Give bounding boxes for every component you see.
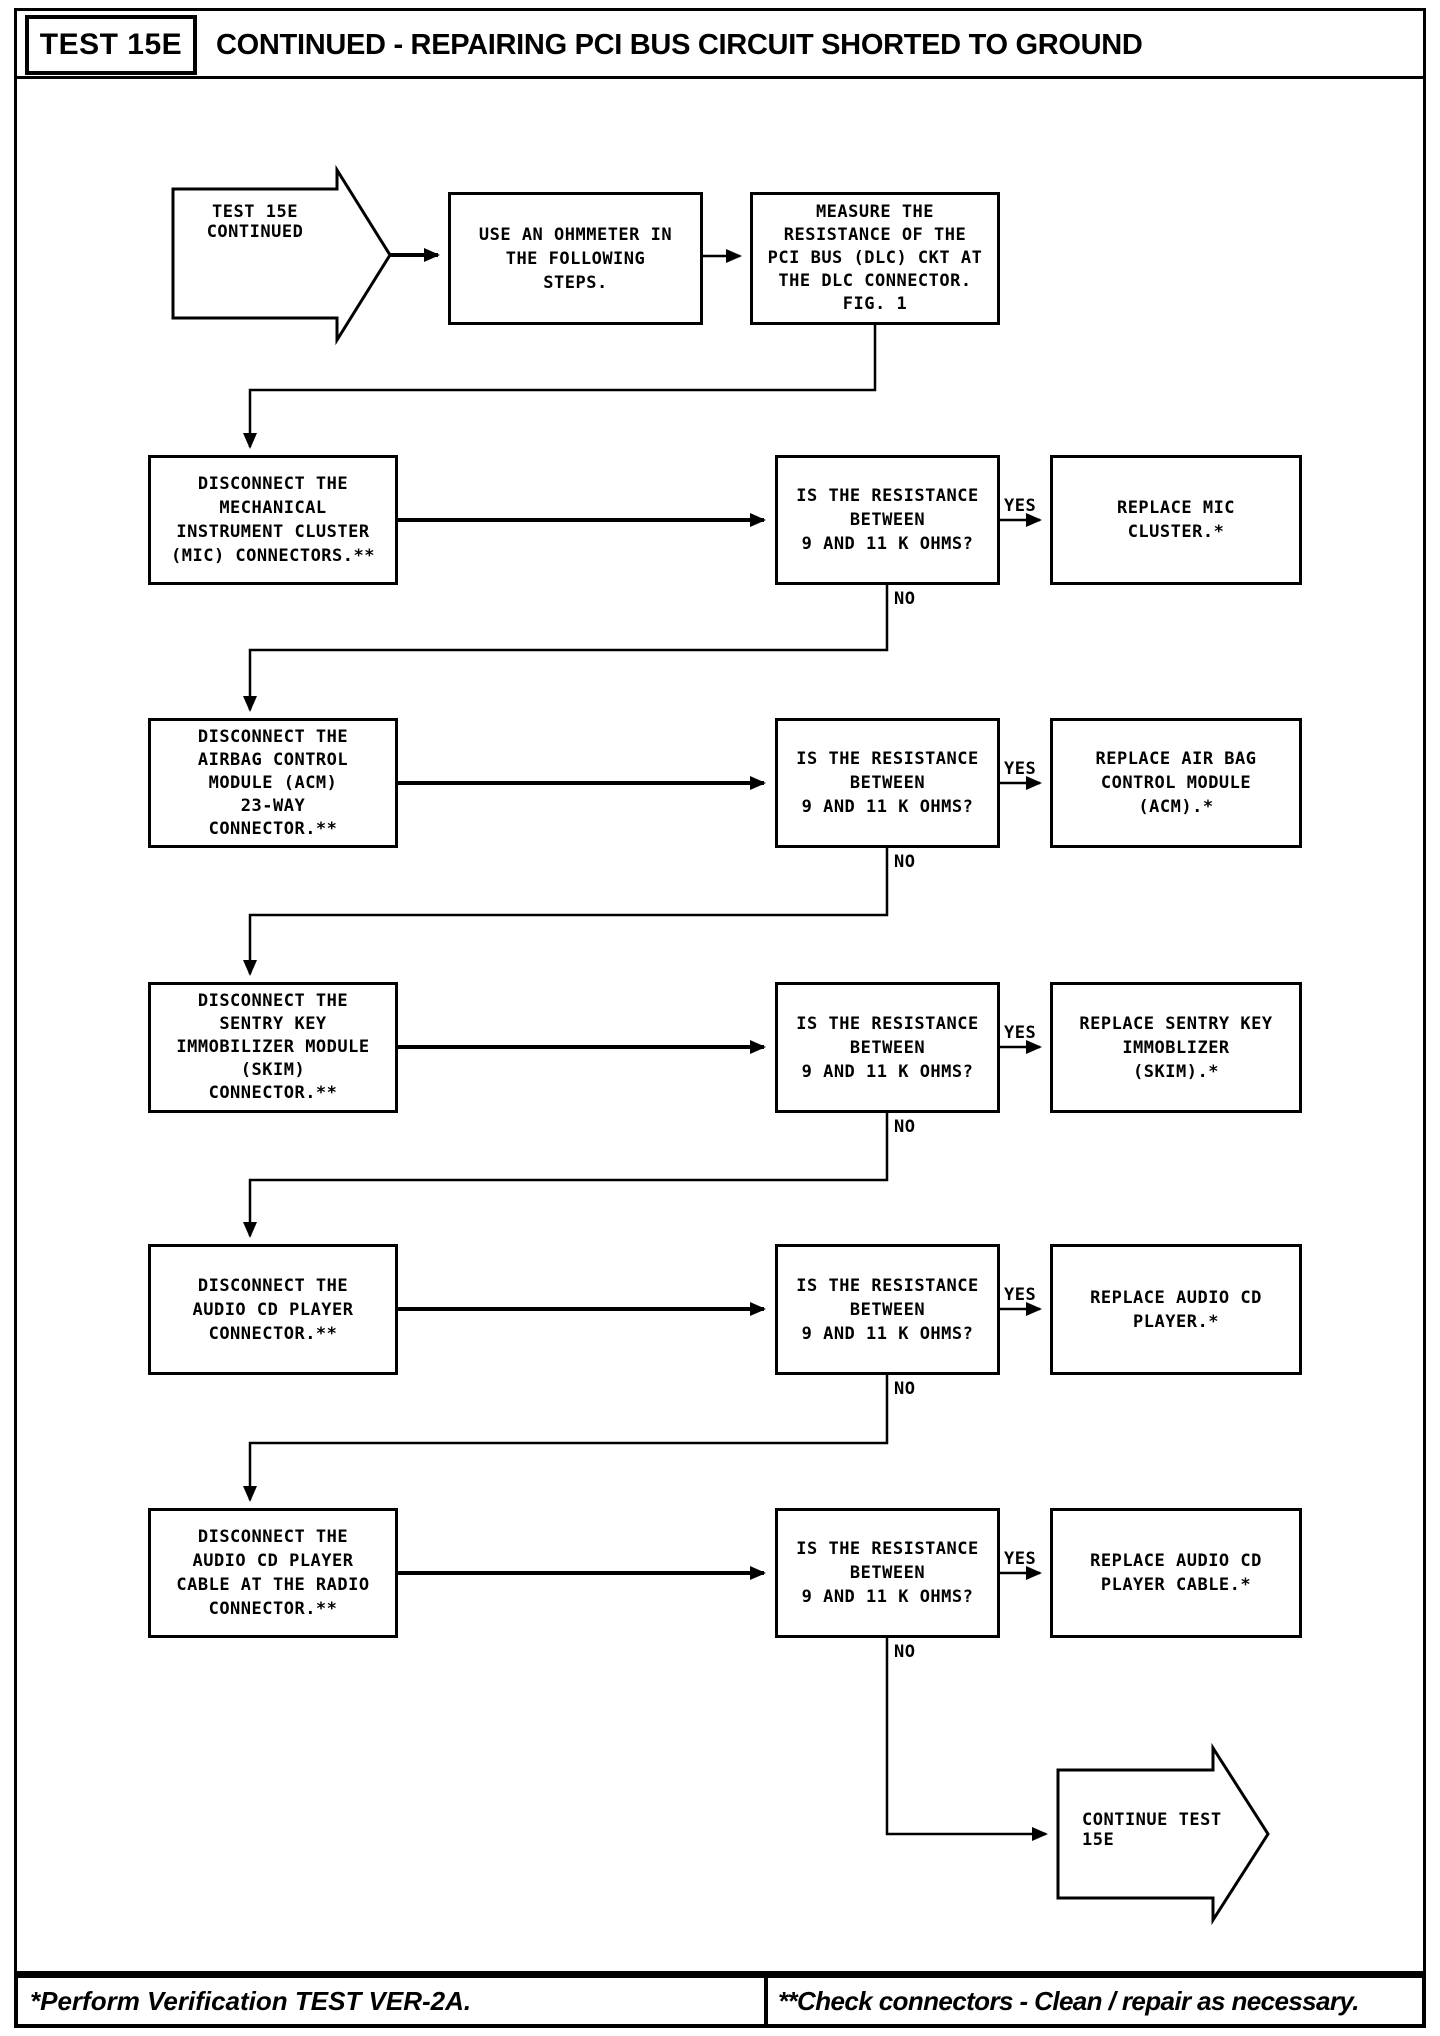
footer-note-connectors: **Check connectors - Clean / repair as n… xyxy=(778,1986,1360,2016)
no-label-skim: NO xyxy=(894,1117,916,1137)
connector-measure-to-mic xyxy=(243,325,877,449)
decision-box-cd-cable: IS THE RESISTANCE BETWEEN 9 AND 11 K OHM… xyxy=(775,1508,1000,1638)
action-box-mic: DISCONNECT THE MECHANICAL INSTRUMENT CLU… xyxy=(148,455,398,585)
test-id-box: TEST 15E xyxy=(25,15,197,75)
no-label-cd-player: NO xyxy=(894,1379,916,1399)
no-label-acm: NO xyxy=(894,852,916,872)
result-box-cd-player: REPLACE AUDIO CD PLAYER.* xyxy=(1050,1244,1302,1375)
process-box-use-ohmmeter: USE AN OHMMETER IN THE FOLLOWING STEPS. xyxy=(448,192,703,325)
start-terminator-label: TEST 15E CONTINUED xyxy=(206,202,304,242)
yes-label-mic: YES xyxy=(1004,496,1037,516)
end-terminator-shape xyxy=(1056,1742,1270,1926)
header-divider xyxy=(16,76,1424,79)
decision-box-mic: IS THE RESISTANCE BETWEEN 9 AND 11 K OHM… xyxy=(775,455,1000,585)
yes-label-acm: YES xyxy=(1004,759,1037,779)
end-terminator-label: CONTINUE TEST 15E xyxy=(1082,1810,1222,1850)
action-box-acm: DISCONNECT THE AIRBAG CONTROL MODULE (AC… xyxy=(148,718,398,848)
process-box-measure-resistance: MEASURE THE RESISTANCE OF THE PCI BUS (D… xyxy=(750,192,1000,325)
result-box-acm: REPLACE AIR BAG CONTROL MODULE (ACM).* xyxy=(1050,718,1302,848)
footer-note-verification: *Perform Verification TEST VER-2A. xyxy=(18,1978,768,2024)
yes-label-skim: YES xyxy=(1004,1023,1037,1043)
page-title: CONTINUED - REPAIRING PCI BUS CIRCUIT SH… xyxy=(216,29,1143,61)
result-box-skim: REPLACE SENTRY KEY IMMOBLIZER (SKIM).* xyxy=(1050,982,1302,1113)
yes-label-cd-player: YES xyxy=(1004,1285,1037,1305)
test-id-label: TEST 15E xyxy=(39,28,183,61)
start-terminator-shape xyxy=(171,164,392,346)
result-box-cd-cable: REPLACE AUDIO CD PLAYER CABLE.* xyxy=(1050,1508,1302,1638)
action-box-skim: DISCONNECT THE SENTRY KEY IMMOBILIZER MO… xyxy=(148,982,398,1113)
yes-label-cd-cable: YES xyxy=(1004,1549,1037,1569)
connector-skim-no xyxy=(243,1112,889,1238)
action-box-cd-cable: DISCONNECT THE AUDIO CD PLAYER CABLE AT … xyxy=(148,1508,398,1638)
footer-bar: *Perform Verification TEST VER-2A. **Che… xyxy=(14,1974,1426,2028)
no-label-mic: NO xyxy=(894,589,916,609)
decision-box-acm: IS THE RESISTANCE BETWEEN 9 AND 11 K OHM… xyxy=(775,718,1000,848)
connector-cable-no-to-end xyxy=(885,1638,1048,1841)
connector-mic-no xyxy=(243,585,889,712)
action-box-cd-player: DISCONNECT THE AUDIO CD PLAYER CONNECTOR… xyxy=(148,1244,398,1375)
connector-acm-no xyxy=(243,848,889,976)
no-label-cd-cable: NO xyxy=(894,1642,916,1662)
decision-box-skim: IS THE RESISTANCE BETWEEN 9 AND 11 K OHM… xyxy=(775,982,1000,1113)
result-box-mic: REPLACE MIC CLUSTER.* xyxy=(1050,455,1302,585)
decision-box-cd-player: IS THE RESISTANCE BETWEEN 9 AND 11 K OHM… xyxy=(775,1244,1000,1375)
connector-cd-no xyxy=(243,1374,889,1502)
